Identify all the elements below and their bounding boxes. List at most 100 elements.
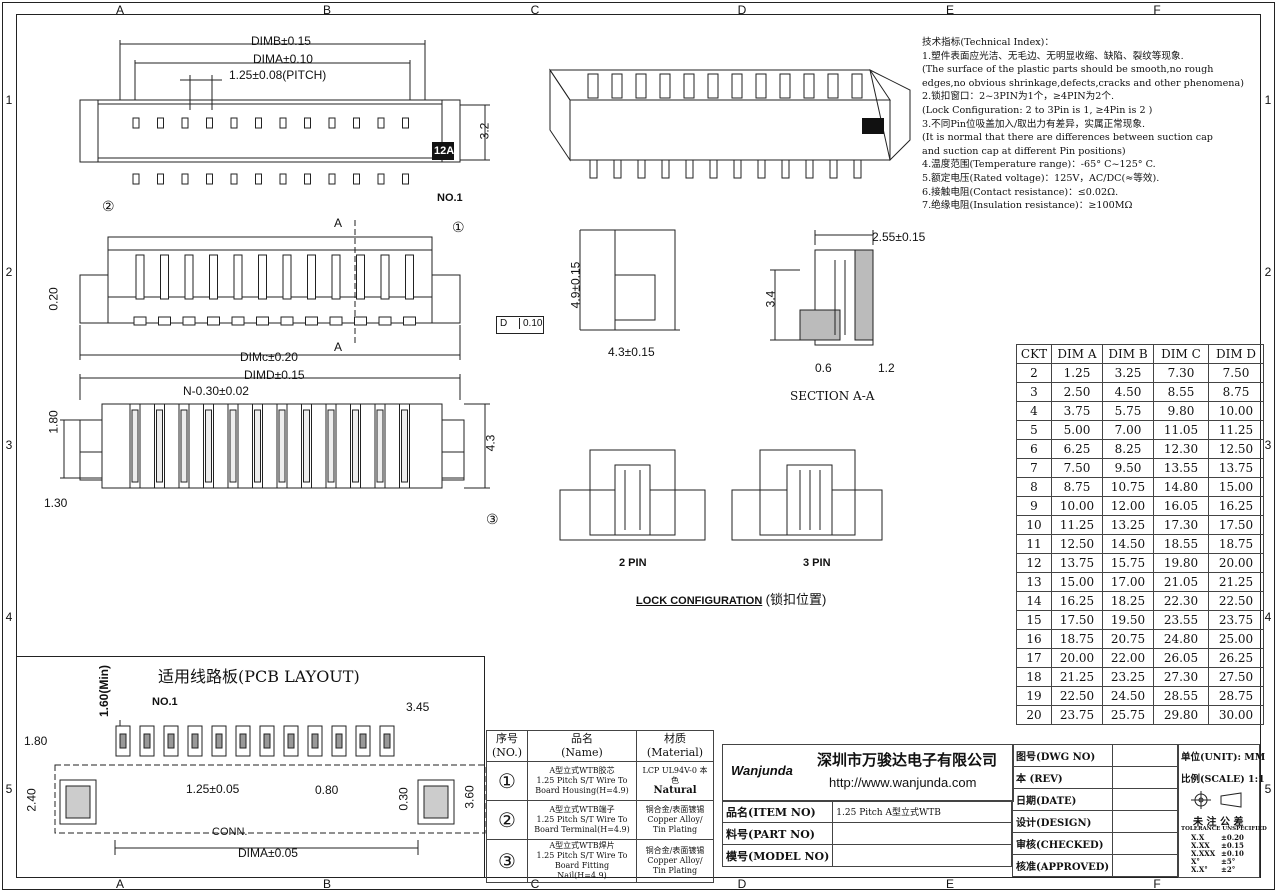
dim-table-cell: 11.05 [1153, 420, 1209, 440]
dim-table-cell: 6.25 [1051, 439, 1103, 459]
zone-row-1: 1 [1264, 93, 1272, 107]
top-lead [132, 173, 140, 185]
bom-name-line: 1.25 Pitch S/T Wire To [536, 776, 628, 785]
top-lead [279, 173, 287, 185]
top-lead [181, 173, 189, 185]
tolerance-value: ±0.10 [1221, 849, 1244, 858]
top-lead [206, 173, 213, 185]
dim-table-cell: 19.50 [1102, 610, 1154, 630]
callout-3: ③ [486, 511, 499, 527]
flatness-symbol: D [500, 318, 508, 329]
bom-header-text: (Name) [561, 746, 603, 759]
bom-header-text: 序号 [496, 732, 518, 745]
pcb-hole [335, 733, 343, 749]
pcb-dim-a-label: DIMA±0.05 [238, 846, 298, 860]
zone-col-D: D [737, 877, 747, 891]
iso-lead [613, 159, 622, 179]
pcb-hole [167, 733, 175, 749]
date-label: 日期(DATE) [1011, 788, 1114, 811]
dim-table-cell: 7.00 [1102, 420, 1154, 440]
iso-slot [779, 73, 791, 99]
top-lead [157, 173, 164, 185]
dim-table-cell: 17 [1016, 648, 1052, 668]
bom-name-line: A型立式WTB胶芯 [549, 766, 615, 775]
section-a-top: A [334, 216, 343, 230]
tolerance-row: X.X°±2° [1191, 866, 1244, 874]
section-w255-label: 2.55±0.15 [872, 230, 926, 244]
iso-lead [781, 159, 790, 179]
dim-table-cell: 14 [1016, 591, 1052, 611]
bom-mat-line: Copper Alloy/ [647, 856, 703, 865]
title-block-approvals: 图号(DWG NO) 本 (REV) 日期(DATE) 设计(DESIGN) 审… [1011, 744, 1178, 877]
top-lead [402, 173, 409, 185]
zone-col-F: F [1153, 877, 1161, 891]
pcb-hole [119, 733, 127, 749]
pcb-hole [239, 733, 247, 749]
dim-table-cell: 23.75 [1051, 705, 1103, 725]
side-view-drawing [579, 229, 680, 331]
dim-table-cell: 16.05 [1153, 496, 1209, 516]
front-lead [280, 316, 294, 326]
bom-mat-line: LCP UL94V-0 本色 [642, 766, 708, 785]
technical-index: 技术指标(Technical Index)： 1.塑件表面应光洁、无毛边、无明显… [922, 36, 1272, 213]
zone-col-A: A [115, 3, 124, 17]
bottom-pin [303, 409, 310, 483]
dim-table-cell: 30.00 [1208, 705, 1264, 725]
dim-table-cell: 20.00 [1208, 553, 1264, 573]
tolerance-key: X° [1191, 857, 1200, 866]
dim-table-cell: 11 [1016, 534, 1052, 554]
zone-col-C: C [530, 877, 540, 891]
top-lead [353, 173, 360, 185]
dim-table-cell: 26.25 [1208, 648, 1264, 668]
front-lead [207, 316, 220, 326]
iso-slot [635, 73, 647, 99]
dim-table-cell: 7 [1016, 458, 1052, 478]
title-block-logo-area: Wanjunda 深圳市万骏达电子有限公司 http://www.wanjund… [722, 744, 1014, 802]
bom-no: ③ [486, 839, 528, 883]
dim-table-cell: 23.25 [1102, 667, 1154, 687]
top-lead [377, 173, 385, 185]
callout-1: ① [452, 219, 465, 235]
dim-table-cell: 8.75 [1208, 382, 1264, 402]
bom-header: 材质(Material) [636, 730, 714, 762]
dim-b-label: DIMB±0.15 [251, 34, 311, 48]
dim-table-cell: 13.25 [1102, 515, 1154, 535]
zone-col-C: C [530, 3, 540, 17]
pcb-hole [383, 733, 391, 749]
dim-table-header: DIM C [1153, 344, 1209, 364]
tolerance-row: X.XXX±0.10 [1191, 850, 1244, 858]
dim-table-cell: 22.30 [1153, 591, 1209, 611]
iso-lead [685, 159, 694, 179]
approved-label: 核准(APPROVED) [1011, 854, 1114, 877]
lock-2pin-label: 2 PIN [619, 557, 647, 569]
dim-table-cell: 18.75 [1208, 534, 1264, 554]
dim-table-cell: 25.75 [1102, 705, 1154, 725]
front-pin [258, 254, 267, 300]
iso-slot [731, 73, 743, 99]
top-height-label: 3.2 [477, 122, 492, 140]
bottom-h180-label: 1.80 [46, 410, 61, 434]
dim-table-cell: 16 [1016, 629, 1052, 649]
company-name: 深圳市万骏达电子有限公司 [817, 751, 998, 769]
bottom-h43-label: 4.3 [483, 434, 498, 452]
dim-c-label: DIMc±0.20 [240, 350, 298, 364]
callout-2: ② [102, 198, 115, 214]
iso-slot [707, 73, 719, 99]
lock-title-cn: (锁扣位置) [765, 592, 827, 607]
iso-lead [853, 159, 862, 179]
unit-label: 单位(UNIT): MM [1181, 752, 1266, 763]
zone-col-A: A [115, 877, 124, 891]
dim-table-cell: 13 [1016, 572, 1052, 592]
iso-slot [851, 73, 863, 99]
section-a-bottom: A [334, 340, 343, 354]
dim-a-label: DIMA±0.10 [253, 52, 313, 66]
bottom-pin [131, 409, 139, 483]
